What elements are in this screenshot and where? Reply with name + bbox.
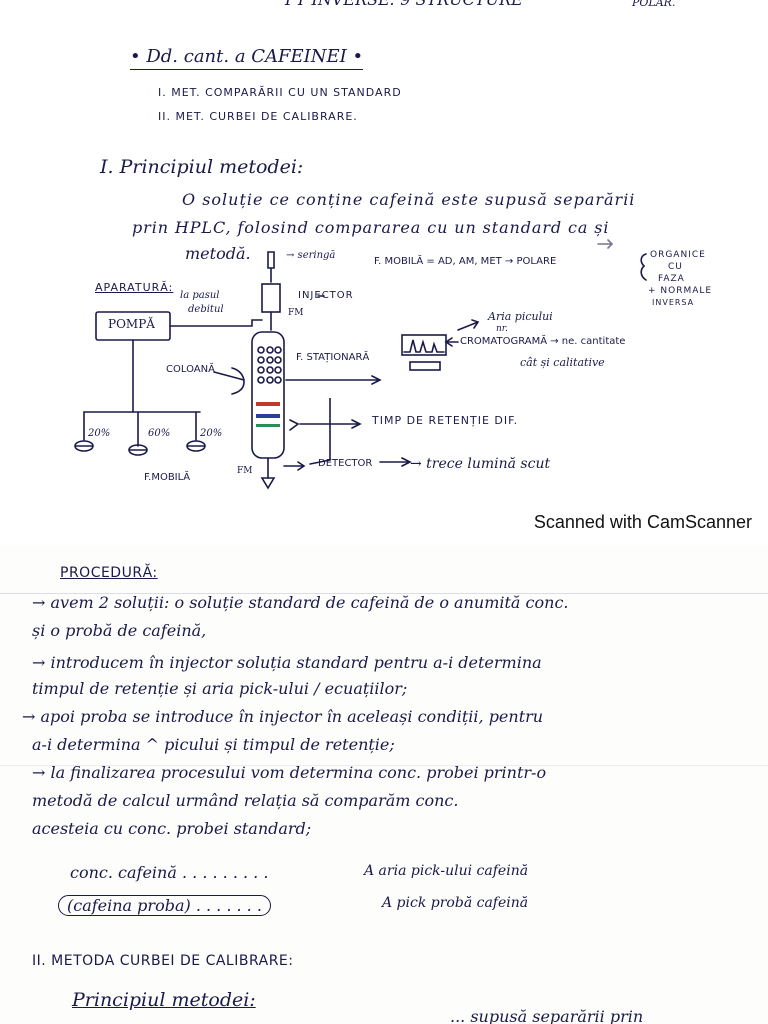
label-aria-picului: Aria picului (488, 310, 553, 323)
formula-row-2-right: A pick probă cafeină (382, 895, 529, 911)
column-packing (257, 346, 282, 384)
top-partial-text-right: POLAR. (632, 0, 676, 9)
principle-title: I. Principiul metodei: (100, 156, 304, 178)
label-brace-1: ORGANICE (650, 250, 706, 260)
formula-row-2-left: (cafeina proba) . . . . . . . (58, 895, 271, 916)
principle-line-1: O soluție ce conține cafeină este supusă… (182, 190, 636, 209)
procedure-step-4: → la finalizarea procesului vom determin… (32, 763, 547, 782)
label-la-pasul: la pasul (180, 290, 220, 301)
top-partial-text-left: PT INVERSE: 9 STRUCTURE (285, 0, 523, 9)
label-jar-1: 20% (88, 428, 111, 439)
polar-brace (640, 253, 647, 281)
procedure-step-4b: metodă de calcul urmând relația să compa… (32, 791, 459, 810)
scanned-page-top: PT INVERSE: 9 STRUCTURE POLAR. • Dd. can… (74, 0, 752, 532)
arrow-retention (329, 419, 362, 429)
principle-line-2: prin HPLC, folosind compararea cu un sta… (132, 218, 610, 237)
chromatogram-keyboard (409, 361, 441, 371)
column-brace (231, 367, 245, 395)
procedure-title: PROCEDURĂ: (60, 565, 158, 581)
retention-bracket (299, 398, 331, 465)
label-seringa: → seringă (286, 250, 336, 261)
label-cromatograma: CROMATOGRAMĂ → ne. cantitate (460, 336, 626, 347)
section2-partial: ... supusă separării prin (450, 1007, 644, 1024)
band-blue (256, 414, 280, 418)
label-fstationara: F. STAȚIONARĂ (296, 352, 370, 363)
formula-row-1-right: A aria pick-ului cafeină (364, 863, 529, 879)
procedure-step-3b: a-i determina ^ picului și timpul de ret… (32, 735, 395, 754)
solvent-jar-1 (74, 440, 94, 452)
chromatogram-monitor (401, 334, 447, 356)
hplc-diagram (74, 239, 647, 490)
procedure-step-1b: și o probă de cafeină, (32, 621, 207, 640)
label-injector: INJECTOR (298, 290, 354, 301)
label-detector-desc: → trece lumină scut (410, 456, 551, 472)
solvent-jar-3 (186, 440, 206, 452)
label-fm-top: FM (288, 308, 304, 318)
label-debitul: debitul (188, 304, 224, 315)
label-brace-2: CU (668, 262, 683, 272)
pump-line (169, 319, 263, 327)
procedure-step-3: → apoi proba se introduce în injector în… (22, 707, 544, 726)
procedure-step-2b: timpul de retenție și aria pick-ului / e… (32, 679, 408, 698)
label-fmobila-desc: F. MOBILĂ = AD, AM, MET → POLARE (374, 256, 557, 267)
section-heading: • Dd. cant. a CAFEINEI • (130, 46, 364, 70)
label-brace-5: INVERSA (652, 298, 695, 307)
arrow-detector (283, 461, 306, 471)
label-pompa: POMPĂ (108, 317, 155, 331)
label-detector: DETECTOR (318, 458, 373, 469)
injector-body (261, 283, 281, 313)
detector-symbol (260, 477, 276, 490)
label-cat-si: cât și calitative (520, 356, 605, 369)
principle-line-3: metodă. (185, 244, 251, 263)
section2-subtitle: Principiul metodei: (72, 989, 256, 1011)
label-coloana: COLOANĂ (166, 364, 215, 375)
section2-title: II. METODA CURBEI DE CALIBRARE: (32, 953, 294, 969)
label-aparatura: APARATURĂ: (95, 281, 174, 294)
camscanner-watermark: Scanned with CamScanner (533, 512, 752, 532)
method-item-2: II. MET. CURBEI DE CALIBRARE. (158, 110, 358, 123)
label-nr: nr. (496, 324, 508, 334)
procedure-step-4c: acesteia cu conc. probei standard; (32, 819, 312, 838)
label-jar-3: 20% (200, 428, 223, 439)
label-brace-4: + NORMALE (648, 286, 713, 296)
column (251, 331, 285, 459)
formula-row-1-left: conc. cafeină . . . . . . . . . (70, 863, 269, 882)
solvent-jar-2 (128, 444, 148, 456)
procedure-step-2: → introducem în injector soluția standar… (32, 653, 542, 672)
procedure-step-1: → avem 2 soluții: o soluție standard de … (32, 593, 569, 612)
band-green (256, 424, 280, 427)
syringe (267, 251, 275, 269)
band-red (256, 402, 280, 406)
scanned-page-bottom: PROCEDURĂ: → avem 2 soluții: o soluție s… (0, 545, 768, 1024)
arrow-stationary (285, 375, 382, 385)
label-timp-retentie: TIMP DE RETENȚIE DIF. (372, 414, 519, 427)
label-jar-2: 60% (148, 428, 171, 439)
label-fmobila-bottom: F.MOBILĂ (144, 472, 191, 483)
method-item-1: I. MET. COMPARĂRII CU UN STANDARD (158, 86, 402, 99)
label-brace-3: FAZA (658, 274, 685, 284)
label-fm-bottom: FM (237, 466, 253, 476)
